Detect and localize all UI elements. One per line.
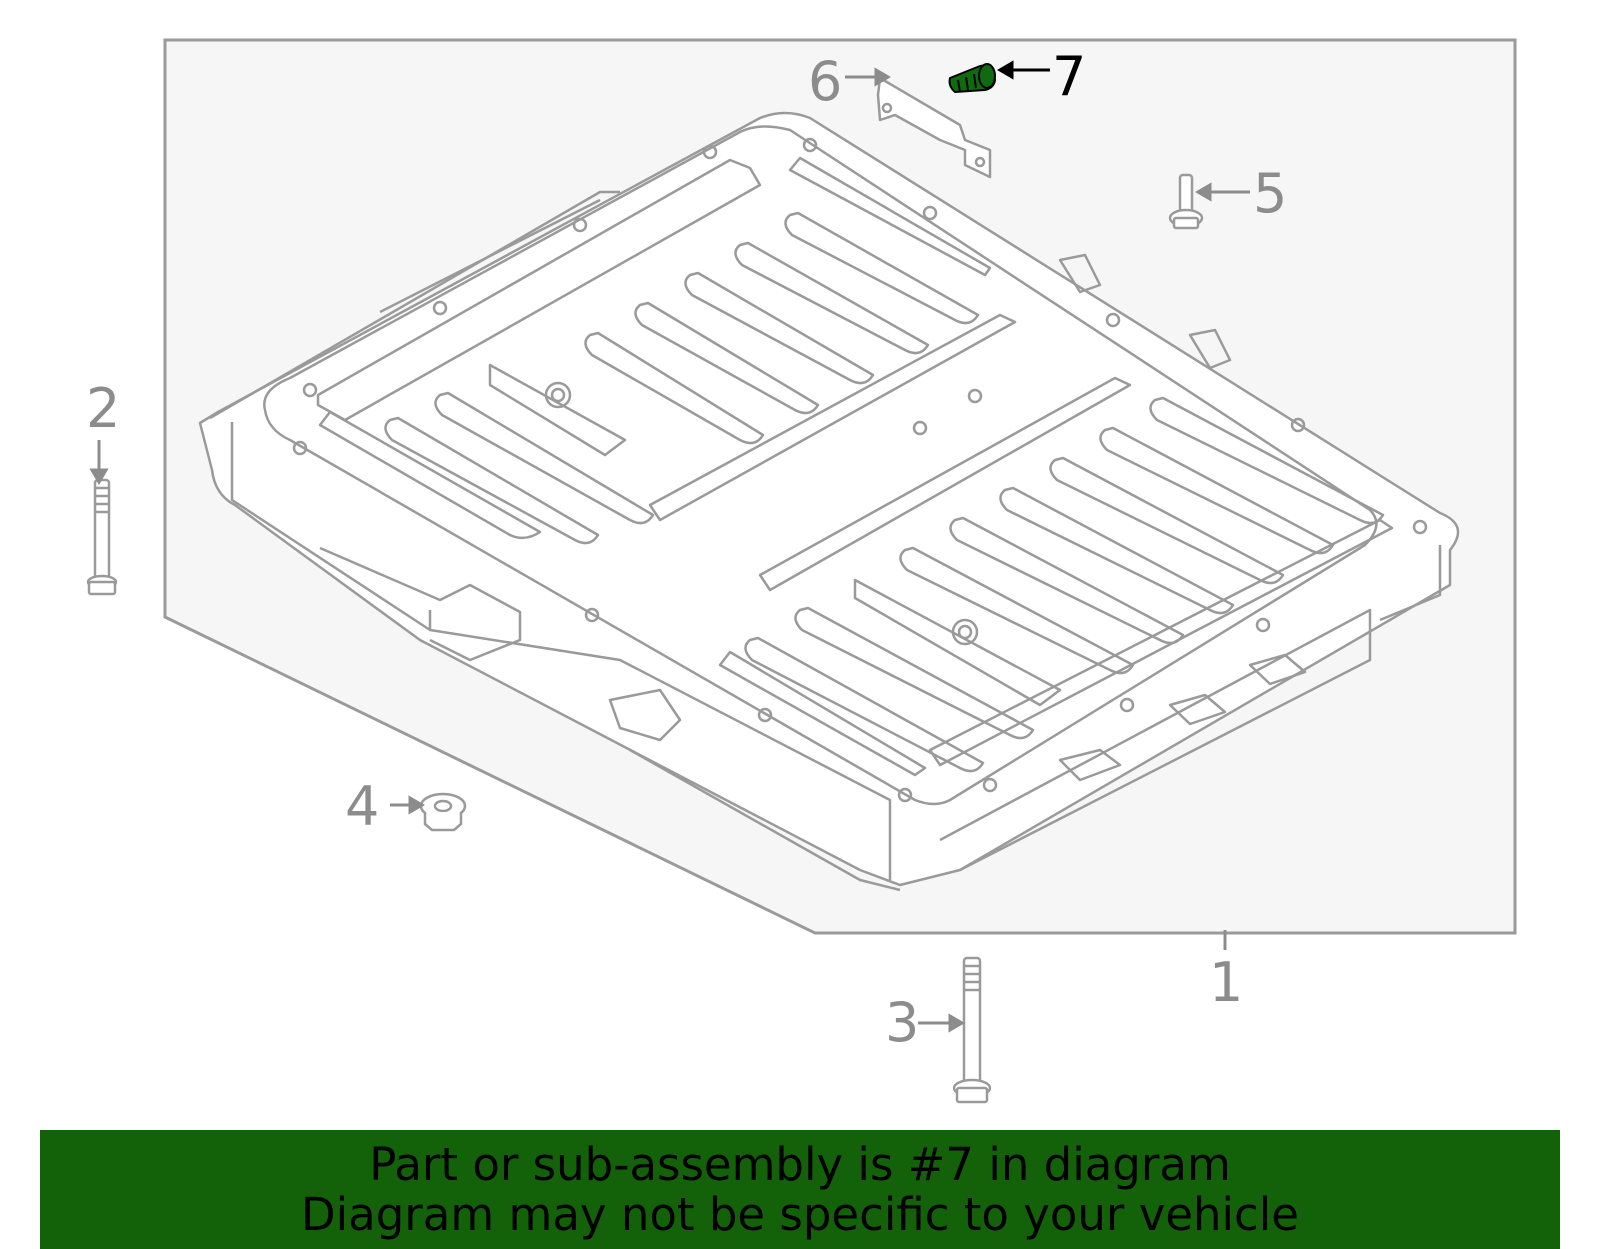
banner-line-2: Diagram may not be specific to your vehi… bbox=[301, 1188, 1299, 1241]
callout-4: 4 bbox=[345, 775, 379, 838]
part-2-bolt bbox=[86, 478, 118, 596]
banner-line-1: Part or sub-assembly is #7 in diagram bbox=[369, 1138, 1231, 1191]
callout-1: 1 bbox=[1209, 951, 1243, 1014]
part-3-bolt bbox=[952, 956, 992, 1104]
battery-tray bbox=[198, 111, 1460, 892]
callout-6: 6 bbox=[808, 50, 842, 113]
leader-arrows bbox=[89, 67, 1250, 1033]
part-7-bolt bbox=[948, 63, 996, 93]
callout-2: 2 bbox=[86, 377, 120, 440]
callout-7: 7 bbox=[1052, 45, 1086, 108]
callout-5: 5 bbox=[1253, 162, 1287, 225]
info-banner: Part or sub-assembly is #7 in diagram Di… bbox=[40, 1130, 1560, 1249]
part-4-nut bbox=[419, 792, 467, 832]
part-5-bolt bbox=[1168, 173, 1204, 230]
callout-3: 3 bbox=[885, 991, 919, 1054]
leader-arrow-7 bbox=[997, 60, 1050, 80]
part-6-bracket bbox=[876, 76, 992, 179]
